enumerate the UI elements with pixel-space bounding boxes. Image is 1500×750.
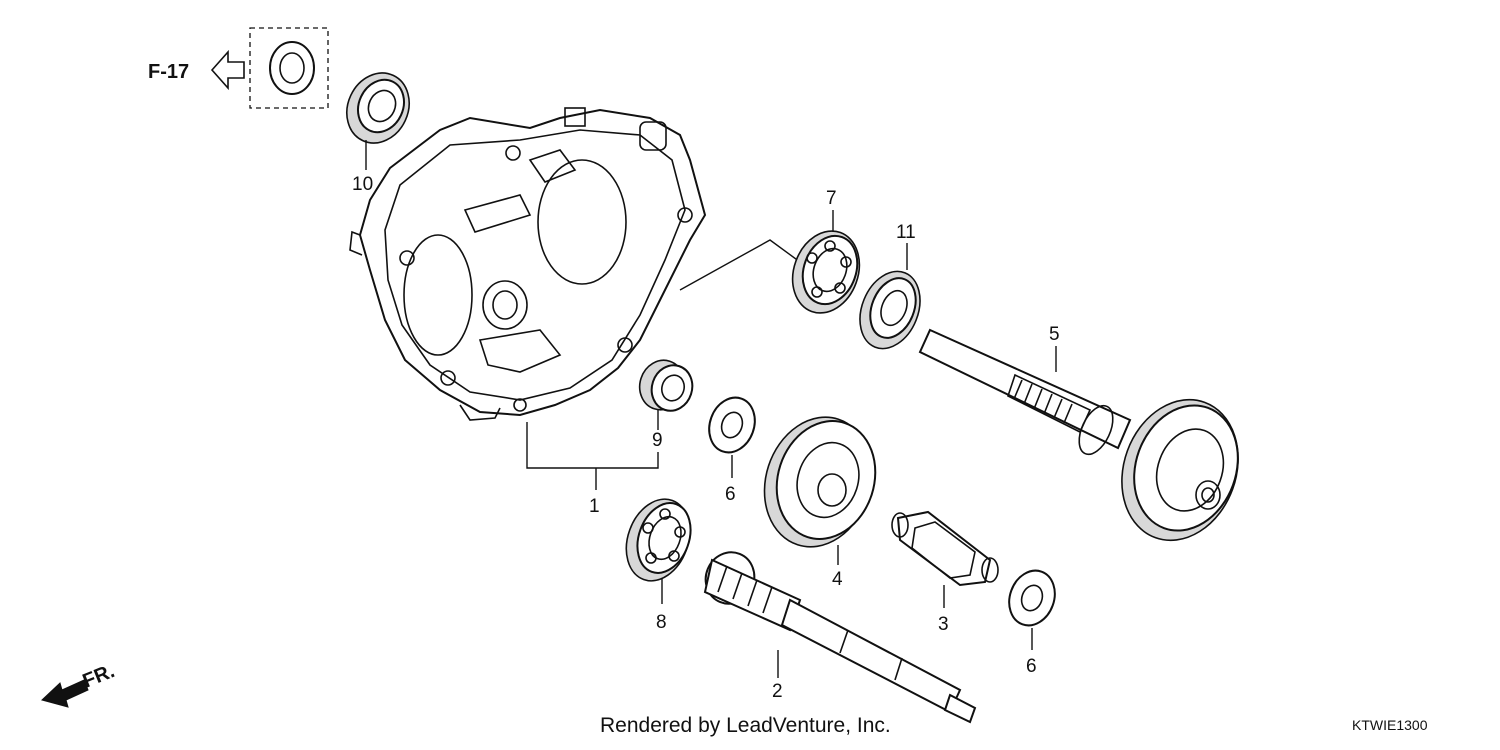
- reference-arrow-icon: [210, 49, 245, 91]
- front-arrow-icon: [41, 679, 89, 708]
- callout-1: 1: [589, 496, 600, 517]
- reference-f17[interactable]: F-17: [148, 27, 329, 109]
- callout-10: 10: [352, 174, 373, 195]
- front-direction-indicator: FR.: [41, 660, 118, 708]
- part-2-drive-shaft[interactable]: [698, 545, 977, 724]
- part-1-transmission-case[interactable]: [349, 107, 707, 421]
- callout-6-lower: 6: [1026, 656, 1037, 677]
- reference-label: F-17: [148, 61, 189, 83]
- callout-6-upper: 6: [725, 484, 736, 505]
- callout-11: 11: [896, 222, 916, 243]
- part-10-oil-seal[interactable]: [336, 63, 421, 170]
- callout-2: 2: [772, 681, 783, 702]
- part-3-drive-pinion[interactable]: [891, 510, 999, 608]
- callout-3: 3: [938, 614, 949, 635]
- callout-labels: 10 7 11 5 9 6 1 4 3 8 6 2: [352, 174, 1060, 702]
- part-9-needle-bearing[interactable]: [633, 354, 698, 430]
- part-8-bearing[interactable]: [615, 490, 700, 604]
- callout-7: 7: [826, 188, 837, 209]
- diagram-code: KTWIE1300: [1352, 717, 1428, 733]
- part-11-oil-seal[interactable]: [849, 243, 931, 358]
- reference-dashed-box: [249, 27, 329, 109]
- part-4-counter-gear[interactable]: [748, 403, 890, 565]
- leader-bracket-1-9: [526, 422, 659, 469]
- callout-8: 8: [656, 612, 667, 633]
- footer-credit: Rendered by LeadVenture, Inc.: [600, 714, 891, 737]
- leader-case-to-7: [679, 239, 801, 291]
- part-5-final-shaft[interactable]: [918, 328, 1257, 557]
- part-6-washer-lower[interactable]: [1002, 564, 1062, 650]
- part-6-washer-upper[interactable]: [702, 391, 762, 478]
- callout-5: 5: [1049, 324, 1060, 345]
- callout-4: 4: [832, 569, 843, 590]
- callout-9: 9: [652, 430, 663, 451]
- front-label: FR.: [80, 660, 118, 692]
- part-7-bearing[interactable]: [782, 210, 871, 322]
- reference-bearing-icon: [269, 41, 315, 95]
